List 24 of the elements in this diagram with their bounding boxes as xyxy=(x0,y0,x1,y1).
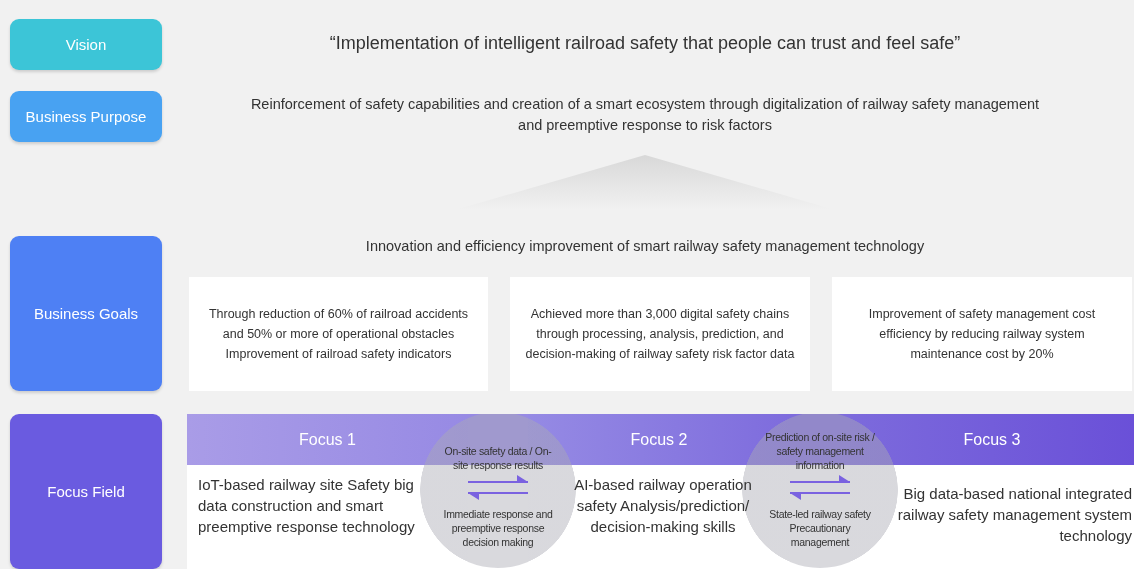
focus-title: Focus 3 xyxy=(963,430,1021,449)
row-label-box: Vision xyxy=(10,19,162,70)
vision-statement: “Implementation of intelligent railroad safety that people can trust and feel safe” xyxy=(328,32,962,55)
focus-description: IoT-based railway site Safety big data construction and smart preemptive response technology xyxy=(198,475,416,537)
goal-card: Improvement of safety management cost efficiency by reducing railway system maintenance cost by 20% xyxy=(832,277,1132,391)
goals-heading: Innovation and efficiency improvement of smart railway safety management technology xyxy=(364,237,926,256)
arrow xyxy=(789,492,851,500)
focus-title: Focus 1 xyxy=(299,430,356,449)
arrow xyxy=(467,475,529,483)
edge-label: Immediate response and preemptive response decision making xyxy=(442,507,554,549)
row-label-box: Focus Field xyxy=(10,414,162,569)
arrow xyxy=(789,475,851,483)
purpose-text: Reinforcement of safety capabilities and creation of a smart ecosystem through digitalization of railway safety management and preemptive response to risk factors xyxy=(250,95,1040,136)
focus-description: AI-based railway operation safety Analysis/prediction/ decision-making skills xyxy=(573,475,753,537)
goal-card: Achieved more than 3,000 digital safety chains through processing, analysis, prediction, and decision-making of railway safety risk factor data xyxy=(510,277,810,391)
arrow xyxy=(467,492,529,500)
row-label-box: Business Goals xyxy=(10,236,162,391)
edge-label: State-led railway safety Precautionary management xyxy=(768,507,872,549)
row-label-box: Business Purpose xyxy=(10,91,162,142)
edge-label: On-site safety data / On-site response results xyxy=(443,444,553,472)
focus-title: Focus 2 xyxy=(630,430,688,449)
edge-label: Prediction of on-site risk / safety management information xyxy=(764,430,876,472)
goal-card: Through reduction of 60% of railroad accidents and 50% or more of operational obstacles Improvement of railroad safety indicators xyxy=(189,277,488,391)
focus-description: Big data-based national integrated railway safety management system technology xyxy=(896,484,1132,546)
